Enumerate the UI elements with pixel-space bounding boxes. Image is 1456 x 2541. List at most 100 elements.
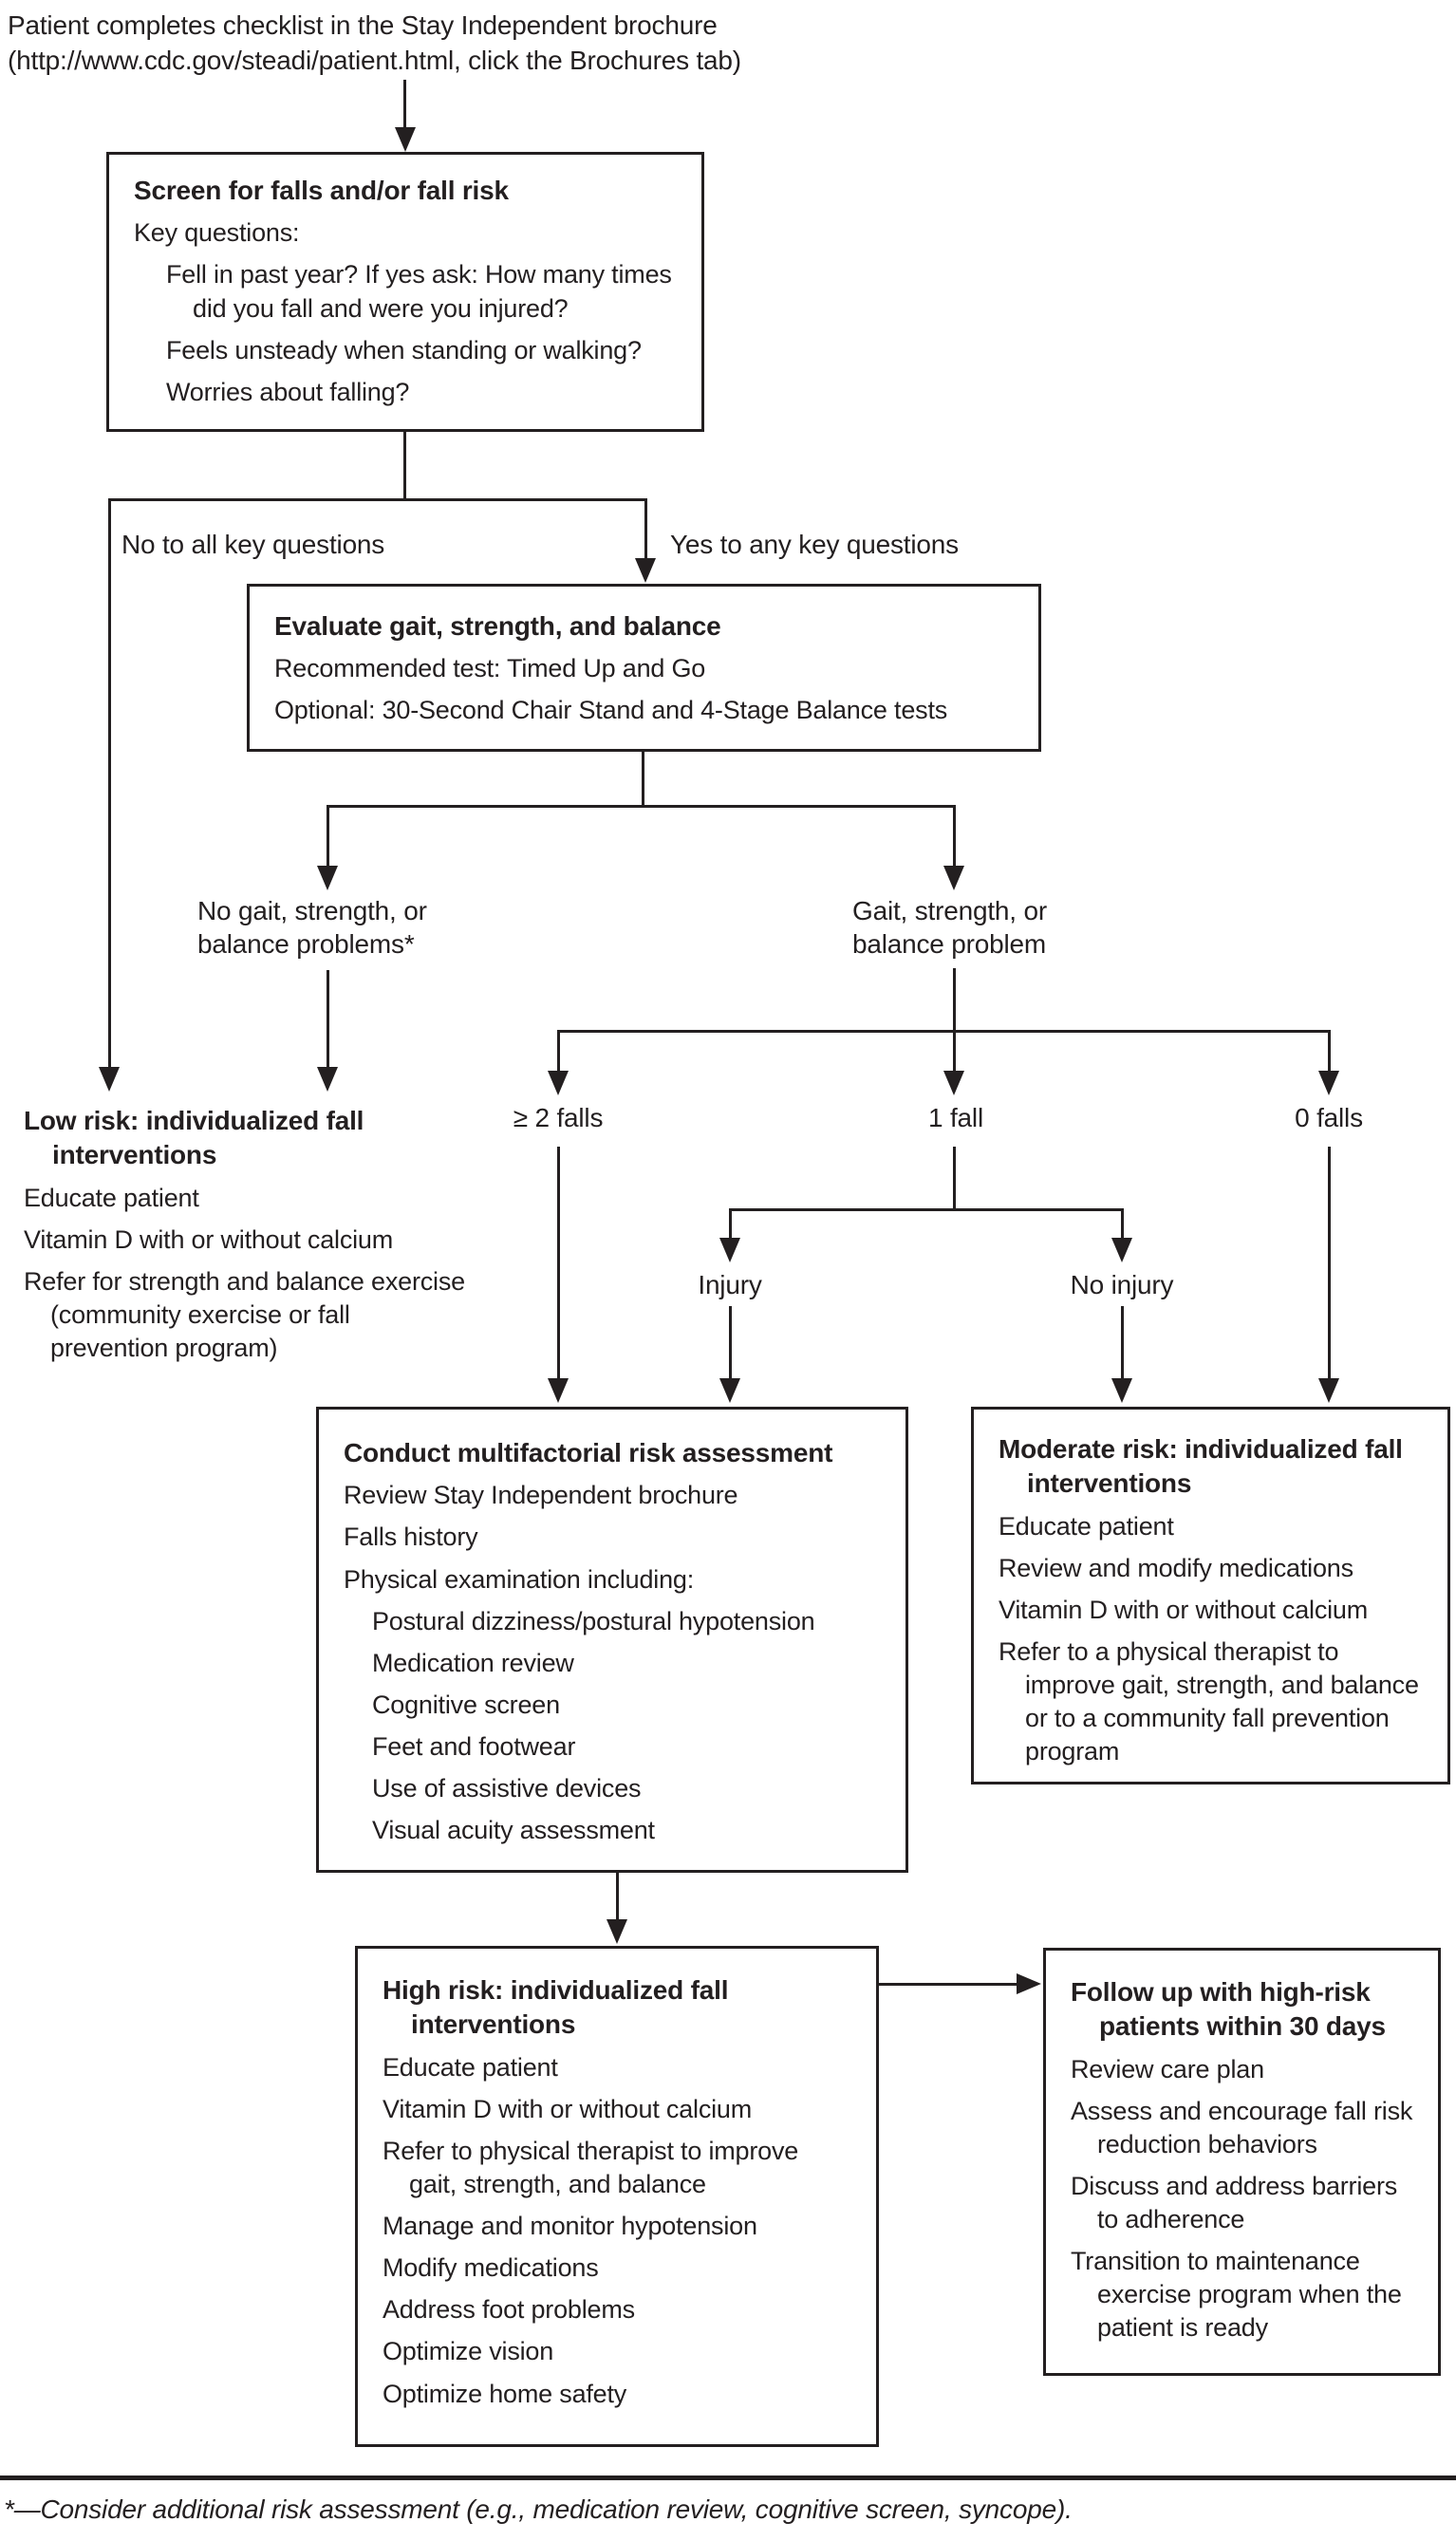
connector-no-gait (327, 805, 329, 866)
connector-injury (729, 1208, 732, 1240)
high-risk-item: Optimize vision (383, 2337, 554, 2366)
low-risk-item: Vitamin D with or without calcium (24, 1224, 394, 1254)
arrow-down-icon (719, 1378, 740, 1403)
low-risk-item: Educate patient (24, 1183, 199, 1212)
arrow-down-icon (607, 1919, 627, 1944)
connector-1fall-injury-split (953, 1147, 956, 1211)
connector-no-injury (1121, 1208, 1124, 1240)
connector-no-gait-low-risk (327, 970, 329, 1067)
connector-noinjury-moderate (1121, 1306, 1124, 1378)
arrow-right-icon (1017, 1973, 1041, 1994)
connector-yes-branch (644, 498, 647, 560)
high-risk-item: Manage and monitor hypotension (383, 2212, 757, 2241)
arrow-down-icon (548, 1378, 569, 1403)
branch-label-2-plus-falls: ≥ 2 falls (513, 1103, 604, 1132)
multifactorial-item: Review Stay Independent brochure (344, 1481, 738, 1510)
moderate-risk-item: Vitamin D with or without calcium (999, 1595, 1369, 1624)
multifactorial-title: Conduct multifactorial risk assessment (344, 1438, 833, 1467)
screen-item: Key questions: (134, 218, 300, 248)
branch-label-yes-key-questions: Yes to any key questions (670, 530, 959, 559)
branch-line-gait (327, 805, 956, 808)
intro-text: Patient completes checklist in the Stay … (8, 8, 786, 78)
multifactorial-subitem: Medication review (372, 1648, 574, 1677)
follow-up-item: Discuss and address barriers to adherenc… (1071, 2172, 1398, 2234)
arrow-down-icon (1111, 1238, 1132, 1262)
high-risk-title: High risk: individualized fall intervent… (383, 1975, 729, 2040)
arrow-down-icon (1318, 1378, 1339, 1403)
footnote-text: *—Consider additional risk assessment (e… (4, 2494, 1073, 2524)
low-risk-item: Refer for strength and balance exercise … (24, 1266, 465, 1363)
evaluate-box-title: Evaluate gait, strength, and balance (274, 611, 721, 641)
connector-gait-falls (953, 968, 956, 1033)
high-risk-item: Vitamin D with or without calcium (383, 2094, 753, 2123)
intro-line-2: (http://www.cdc.gov/steadi/patient.html,… (8, 46, 741, 76)
connector-highrisk-followup (879, 1983, 1019, 1986)
arrow-down-icon (635, 558, 656, 583)
high-risk-item: Address foot problems (383, 2295, 635, 2325)
multifactorial-subitem: Cognitive screen (372, 1690, 560, 1719)
moderate-risk-title: Moderate risk: individualized fall inter… (999, 1434, 1403, 1499)
connector-evaluate-split (642, 752, 644, 808)
screen-item: Worries about falling? (166, 377, 410, 406)
high-risk-item: Refer to physical therapist to improve g… (383, 2136, 799, 2199)
evaluate-item: Recommended test: Timed Up and Go (274, 654, 706, 683)
screen-item: Fell in past year? If yes ask: How many … (166, 260, 672, 323)
multifactorial-subitem: Use of assistive devices (372, 1774, 642, 1803)
connector-fall-1 (953, 1030, 956, 1071)
branch-label-injury: Injury (698, 1270, 762, 1299)
multifactorial-assessment-box: Conduct multifactorial risk assessment R… (316, 1407, 908, 1873)
arrow-down-icon (395, 127, 416, 152)
arrow-down-icon (317, 1067, 338, 1092)
connector-injury-assessment (729, 1306, 732, 1378)
multifactorial-item: Physical examination including: (344, 1564, 695, 1594)
moderate-risk-box: Moderate risk: individualized fall inter… (971, 1407, 1450, 1784)
connector-intro-screen (403, 80, 406, 129)
arrow-down-icon (943, 1071, 964, 1095)
branch-label-no-gait-problems: No gait, strength, or balance problems* (197, 896, 427, 959)
evaluate-item: Optional: 30-Second Chair Stand and 4-St… (274, 696, 948, 725)
branch-line-falls (557, 1030, 1331, 1033)
branch-label-no-key-questions: No to all key questions (121, 530, 385, 559)
arrow-down-icon (99, 1067, 120, 1092)
follow-up-item: Assess and encourage fall risk reduction… (1071, 2096, 1413, 2158)
moderate-risk-item: Educate patient (999, 1511, 1174, 1541)
arrow-down-icon (1111, 1378, 1132, 1403)
branch-label-gait-problem: Gait, strength, or balance problem (852, 896, 1047, 959)
branch-label-no-injury: No injury (1070, 1270, 1174, 1299)
connector-0falls-moderate (1328, 1147, 1331, 1378)
connector-2falls-assessment (557, 1147, 560, 1378)
low-risk-block: Low risk: individualized fall interventi… (24, 1104, 470, 1365)
branch-label-1-fall: 1 fall (928, 1103, 983, 1132)
low-risk-title: Low risk: individualized fall interventi… (24, 1106, 364, 1170)
moderate-risk-item: Review and modify medications (999, 1553, 1353, 1582)
multifactorial-subitem: Feet and footwear (372, 1731, 576, 1761)
arrow-down-icon (943, 866, 964, 890)
arrow-down-icon (1318, 1071, 1339, 1095)
intro-line-1: Patient completes checklist in the Stay … (8, 10, 718, 40)
connector-screen-split (403, 432, 406, 500)
screen-box: Screen for falls and/or fall risk Key qu… (106, 152, 704, 432)
branch-line-injury (729, 1208, 1124, 1211)
branch-label-0-falls: 0 falls (1295, 1103, 1363, 1132)
connector-falls-2plus (557, 1030, 560, 1071)
arrow-down-icon (548, 1071, 569, 1095)
high-risk-box: High risk: individualized fall intervent… (355, 1946, 879, 2447)
footnote-divider (0, 2476, 1456, 2480)
connector-falls-0 (1328, 1030, 1331, 1071)
high-risk-item: Educate patient (383, 2052, 558, 2082)
follow-up-item: Transition to maintenance exercise progr… (1071, 2247, 1402, 2343)
multifactorial-subitem: Postural dizziness/postural hypotension (372, 1606, 815, 1635)
evaluate-box: Evaluate gait, strength, and balance Rec… (247, 584, 1041, 752)
connector-gait (953, 805, 956, 866)
follow-up-title: Follow up with high-risk patients within… (1071, 1977, 1386, 2042)
moderate-risk-item: Refer to a physical therapist to improve… (999, 1637, 1419, 1766)
follow-up-item: Review care plan (1071, 2054, 1264, 2083)
multifactorial-item: Falls history (344, 1523, 478, 1552)
screen-item: Feels unsteady when standing or walking? (166, 335, 642, 364)
screen-box-title: Screen for falls and/or fall risk (134, 176, 509, 205)
arrow-down-icon (317, 866, 338, 890)
arrow-down-icon (719, 1238, 740, 1262)
high-risk-item: Optimize home safety (383, 2379, 627, 2408)
connector-assessment-highrisk (616, 1873, 619, 1919)
